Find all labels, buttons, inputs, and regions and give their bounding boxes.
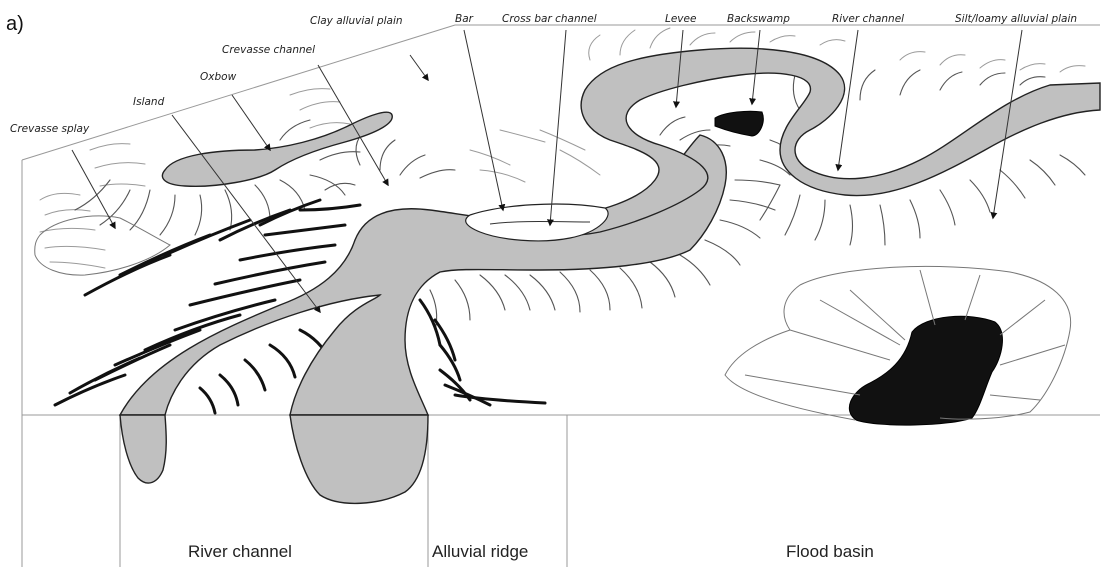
backswamp-small [715, 111, 763, 136]
levee-hatching [75, 70, 1085, 330]
label-backswamp: Backswamp [727, 13, 790, 25]
panel-label: a) [6, 13, 24, 35]
label-bar: Bar [455, 13, 474, 25]
meander-loop [520, 48, 1100, 236]
block-frame [22, 25, 1100, 567]
label-clay-plain: Clay alluvial plain [310, 15, 403, 27]
leader-oxbow [232, 95, 270, 150]
zone-river-channel: River channel [188, 542, 292, 561]
label-island: Island [133, 96, 165, 108]
section-channel-left [120, 415, 166, 483]
zone-labels: River channel Alluvial ridge Flood basin [188, 542, 874, 561]
label-crevasse-channel: Crevasse channel [222, 44, 315, 56]
river-water [120, 48, 1100, 503]
label-cross-bar: Cross bar channel [502, 13, 597, 25]
label-silt-plain: Silt/loamy alluvial plain [955, 13, 1077, 25]
section-channel-right [290, 415, 428, 503]
label-river-channel: River channel [832, 13, 904, 25]
crevasse-splay-outline [35, 216, 170, 275]
zone-flood-basin: Flood basin [786, 542, 874, 561]
zone-alluvial-ridge: Alluvial ridge [432, 542, 528, 561]
leader-bar [464, 30, 503, 210]
label-crevasse-splay: Crevasse splay [10, 123, 90, 135]
backswamp-large [849, 316, 1002, 425]
leader-clay-plain [410, 55, 428, 80]
label-levee: Levee [665, 13, 696, 25]
label-oxbow: Oxbow [200, 71, 237, 83]
callout-labels: Clay alluvial plain Crevasse channel Oxb… [10, 13, 1077, 135]
oxbow-lake [162, 112, 392, 186]
leader-cross-bar [550, 30, 566, 225]
